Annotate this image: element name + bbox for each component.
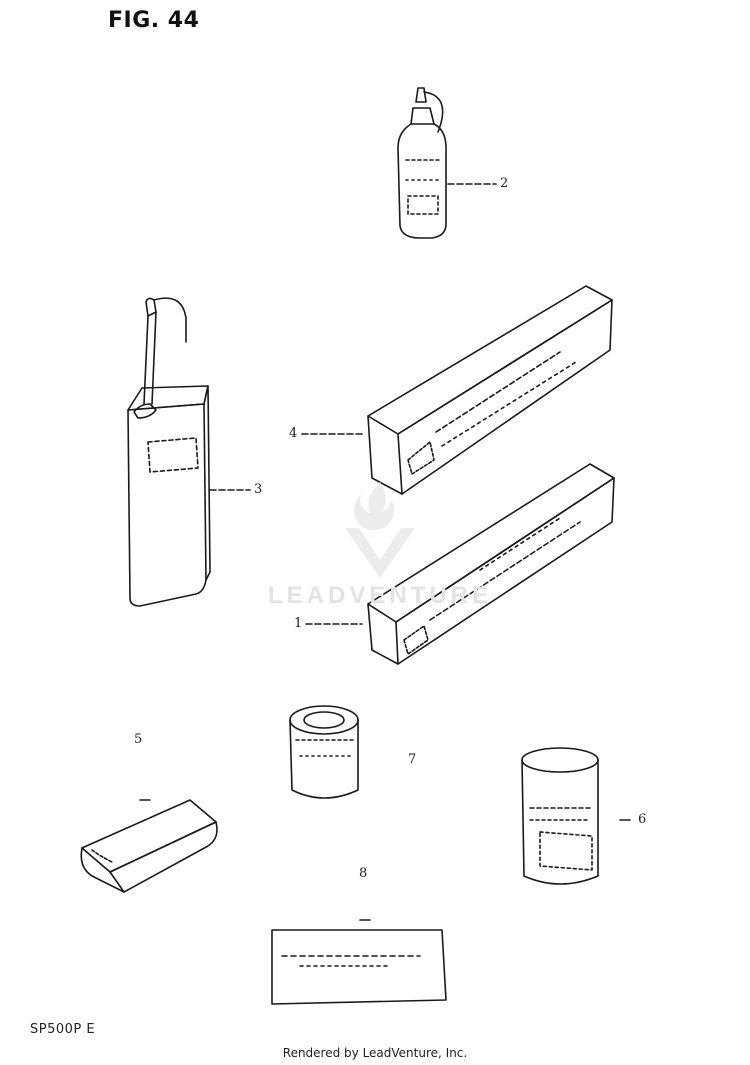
part-7-tin — [289, 705, 359, 799]
callout-2: 2 — [500, 176, 509, 191]
callout-6: 6 — [638, 812, 647, 827]
callout-5: 5 — [134, 732, 143, 747]
callout-1: 1 — [294, 616, 303, 631]
part-5-pouch — [80, 799, 218, 893]
callout-7: 7 — [408, 752, 417, 767]
part-2-bottle — [397, 87, 497, 239]
part-4-box — [301, 285, 613, 495]
callout-8: 8 — [359, 866, 368, 881]
callout-3: 3 — [254, 482, 263, 497]
part-8-label — [271, 919, 447, 1005]
callout-4: 4 — [289, 426, 298, 441]
part-6-tin — [521, 747, 631, 885]
part-3-oil-can — [127, 297, 251, 607]
figure-title: FIG. 44 — [108, 8, 200, 33]
part-1-box — [305, 463, 615, 665]
rendered-by-text: Rendered by LeadVenture, Inc. — [282, 1046, 468, 1060]
model-code: SP500P E — [30, 1022, 96, 1037]
